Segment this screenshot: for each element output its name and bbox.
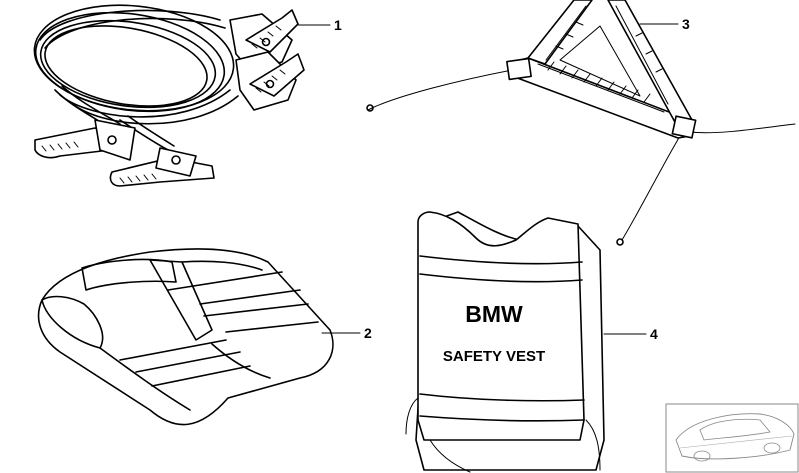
- vest-brand-text: BMW: [465, 301, 523, 327]
- car-outline-icon: [665, 403, 799, 473]
- callout-1: 1: [334, 17, 342, 33]
- safety-vest-icon: BMW SAFETY VEST: [405, 211, 605, 473]
- callout-2: 2: [364, 325, 372, 341]
- warning-triangle-icon: [366, 0, 796, 246]
- folded-safety-vest-icon: [37, 248, 334, 426]
- callout-4: 4: [650, 326, 658, 342]
- vest-label-text: SAFETY VEST: [443, 348, 545, 365]
- callout-3: 3: [682, 16, 690, 32]
- jumper-cables-icon: [33, 4, 305, 187]
